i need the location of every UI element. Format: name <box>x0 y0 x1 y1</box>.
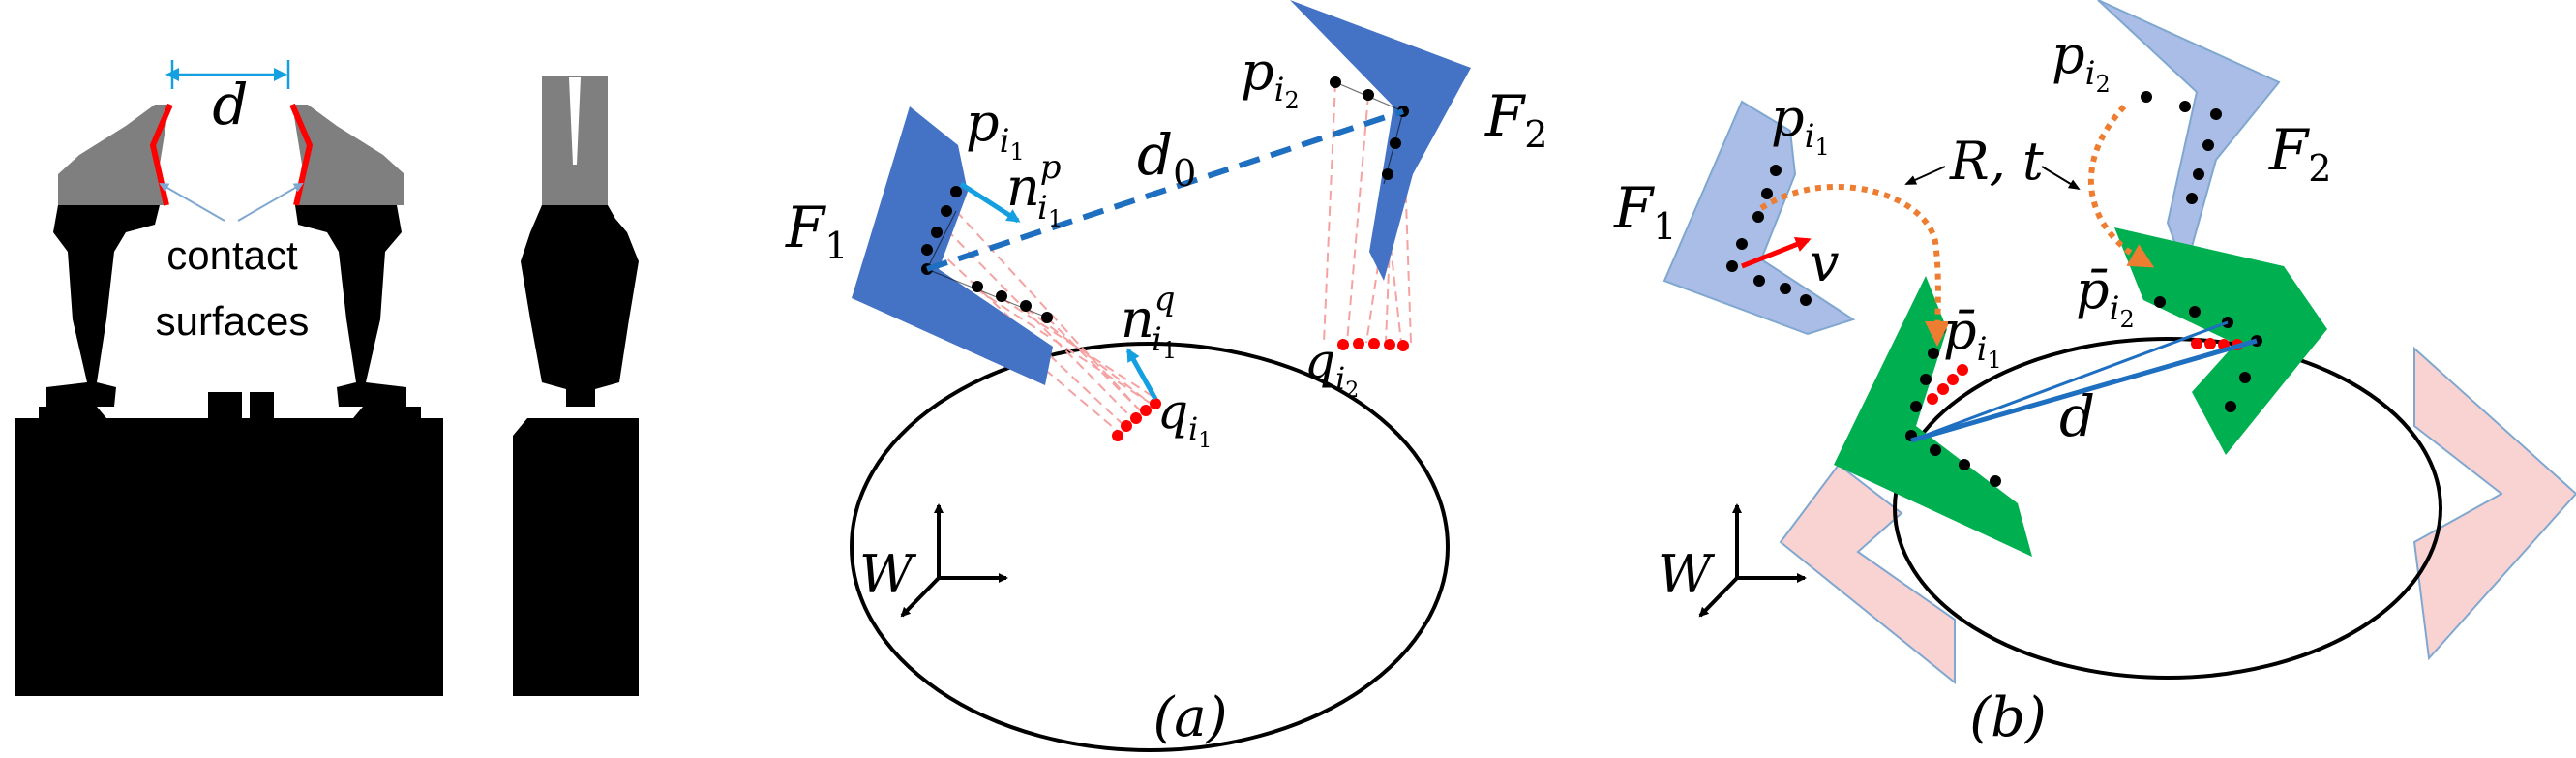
gripper-base-notch-right <box>353 407 421 418</box>
caption-b: (b) <box>1969 686 2047 749</box>
label-v: v <box>1810 232 1840 293</box>
caption-a: (a) <box>1153 686 1227 749</box>
finger-f2-a <box>1290 0 1471 281</box>
gripper-front-view: d contact surfaces <box>15 60 443 696</box>
width-label: d <box>212 72 248 137</box>
object-ellipse-a <box>850 342 1450 752</box>
label-rt: R, t <box>1949 131 2044 192</box>
pointer-line-right <box>237 183 304 222</box>
side-base <box>513 418 639 696</box>
d-line-2 <box>1910 320 2229 442</box>
rt-arrow-2 <box>2088 104 2155 268</box>
f2-green-points <box>2154 296 2262 412</box>
label-f1-a: F1 <box>785 195 848 267</box>
label-p1-b: pi1 <box>1771 87 1830 161</box>
left-finger-body <box>46 205 160 407</box>
label-f2-a: F2 <box>1484 83 1547 156</box>
d0-line <box>926 108 1404 272</box>
right-finger-body <box>295 205 406 407</box>
world-frame-b <box>1698 503 1807 618</box>
ghost-finger-left <box>1779 463 1956 685</box>
gripper-side-view <box>513 76 639 696</box>
label-f2-b: F2 <box>2268 117 2331 190</box>
d-line <box>1910 338 2258 443</box>
label-q1: qi1 <box>1157 383 1212 453</box>
world-frame-a <box>900 503 1008 618</box>
panel-b: F1 F2 pi1 pi2 R, t v p̄i1 p̄i2 d W (b) <box>1613 0 2576 749</box>
label-d-b: d <box>2059 383 2095 449</box>
center-block-right <box>250 392 274 419</box>
velocity-arrow <box>1741 236 1812 269</box>
normal-np-arrow <box>959 181 1021 224</box>
contact-label-line2: surfaces <box>156 298 310 344</box>
finger-f1-a <box>852 106 1053 385</box>
world-label-a: W <box>859 544 917 605</box>
gripper-base <box>15 418 443 696</box>
finger-f2-green <box>2114 227 2327 455</box>
right-finger-tip <box>292 105 404 205</box>
f2-sample-points-a <box>1330 76 1409 180</box>
side-body <box>521 205 639 407</box>
ghost-finger-right <box>2412 346 2576 661</box>
world-label-b: W <box>1658 544 1716 605</box>
contact-label-line1: contact <box>166 232 298 278</box>
contact-points-q1 <box>1112 398 1161 441</box>
side-base-top <box>521 418 639 436</box>
rt-pointer-1 <box>1904 166 1946 185</box>
label-d0: d0 <box>1137 122 1196 195</box>
center-block-left <box>208 392 242 419</box>
pointer-line-left <box>159 183 225 222</box>
f2-sample-points-b <box>2141 91 2222 204</box>
object-ellipse-b <box>1893 337 2442 680</box>
label-pbar1: p̄i1 <box>1943 300 2002 374</box>
label-p1-a: pi1 <box>966 92 1025 166</box>
gripper-base-notch-left <box>39 407 106 418</box>
contact-points-green <box>1927 338 2243 405</box>
normal-nq-arrow <box>1125 348 1158 401</box>
label-p2-b: pi2 <box>2052 24 2111 98</box>
label-p2-a: pi2 <box>1241 41 1300 114</box>
label-f1-b: F1 <box>1613 175 1676 248</box>
side-tip-slot <box>569 77 581 165</box>
label-pbar2: p̄i2 <box>2076 259 2135 333</box>
rt-arrow-1 <box>1759 184 1951 347</box>
finger-f1-green <box>1834 276 2032 557</box>
left-finger-tip <box>58 105 169 205</box>
rt-pointer-2 <box>2041 166 2081 191</box>
label-q2: qi2 <box>1304 333 1359 403</box>
f1-sample-points-b <box>1726 165 1812 306</box>
contact-points-q2 <box>1337 338 1409 351</box>
